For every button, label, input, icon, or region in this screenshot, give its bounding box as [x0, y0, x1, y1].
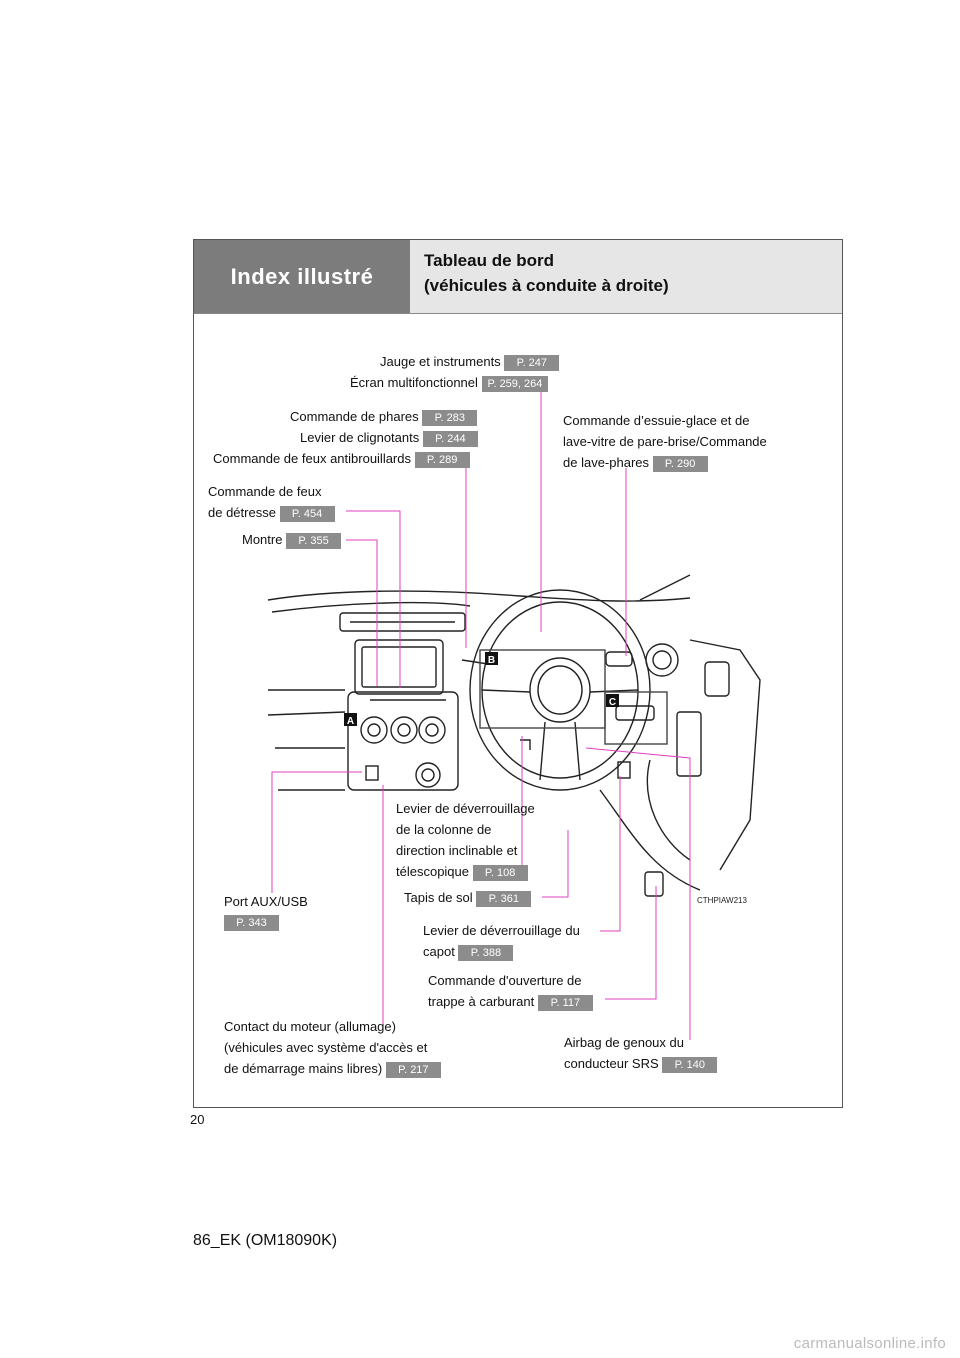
svg-text:C: C	[609, 697, 616, 708]
climate-knob-center	[390, 716, 418, 744]
area-c-box	[604, 691, 668, 745]
callout-headlights: Commande de phares P. 283	[290, 409, 478, 426]
fuel-lever-shape	[644, 871, 664, 897]
callout-floor-mat: Tapis de sol P. 361	[404, 890, 532, 907]
climate-knob-left	[360, 716, 388, 744]
engine-switch-shape	[415, 762, 441, 788]
page-ref-wiper[interactable]: P. 290	[652, 455, 708, 472]
watermark: carmanualsonline.info	[793, 1335, 946, 1352]
page-ref-ignition[interactable]: P. 217	[385, 1061, 441, 1078]
section-title: Index illustré	[230, 263, 374, 289]
aux-port-shape	[365, 765, 379, 781]
steering-hub	[529, 657, 591, 723]
center-vent	[339, 612, 466, 632]
illustration-code: CTHPIAW213	[697, 896, 747, 905]
section-tab: Index illustré	[194, 240, 410, 313]
callout-ignition: Contact du moteur (allumage) (véhicules …	[224, 1016, 441, 1079]
page-ref-knee-airbag[interactable]: P. 140	[662, 1056, 718, 1073]
callout-turn-signal: Levier de clignotants P. 244	[300, 430, 478, 447]
callout-display: Écran multifonctionnel P. 259, 264	[350, 375, 549, 392]
page-ref-fuel-door[interactable]: P. 117	[537, 994, 593, 1011]
page-heading: Tableau de bord (véhicules à conduite à …	[410, 240, 842, 313]
climate-knob-right	[418, 716, 446, 744]
heading-line-2: (véhicules à conduite à droite)	[424, 276, 669, 295]
page-ref-headlights[interactable]: P. 283	[422, 409, 478, 426]
hood-lever-shape	[617, 761, 631, 779]
document-id: 86_EK (OM18090K)	[193, 1232, 338, 1249]
heading-line-1: Tableau de bord	[424, 251, 555, 270]
multifunction-display	[354, 639, 444, 695]
right-vent	[645, 643, 679, 677]
area-b-box	[479, 649, 606, 729]
callout-hood: Levier de déverrouillage du capot P. 388	[423, 923, 580, 961]
svg-text:A: A	[347, 716, 354, 727]
page-ref-hood[interactable]: P. 388	[458, 944, 514, 961]
page-ref-fog-lights[interactable]: P. 289	[414, 451, 470, 468]
area-markers: A B C	[344, 652, 619, 727]
callout-knee-airbag: Airbag de genoux du conducteur SRS P. 14…	[564, 1032, 718, 1074]
page-ref-tilt-lever[interactable]: P. 108	[472, 864, 528, 881]
page-ref-aux-usb[interactable]: P. 343	[224, 915, 279, 931]
steering-wheel	[469, 589, 651, 791]
callout-aux-usb: Port AUX/USB	[224, 894, 308, 909]
callout-fog-lights: Commande de feux antibrouillards P. 289	[213, 451, 470, 468]
svg-text:B: B	[488, 655, 495, 666]
page-ref-hazard[interactable]: P. 454	[279, 505, 335, 522]
callout-hazard: Commande de feux de détresse P. 454	[208, 481, 335, 523]
callout-wiper: Commande d’essuie-glace et de lave-vitre…	[563, 413, 767, 472]
header-divider	[194, 313, 842, 314]
callout-gauges: Jauge et instruments P. 247	[380, 354, 560, 371]
dash-top-edge	[267, 590, 691, 602]
callout-fuel-door: Commande d'ouverture de trappe à carbura…	[428, 970, 593, 1012]
page-ref-clock[interactable]: P. 355	[286, 532, 342, 549]
door-switch-panel	[676, 711, 702, 777]
leader-lines	[271, 378, 691, 1040]
page-ref-gauges[interactable]: P. 247	[504, 354, 560, 371]
page-number: 20	[190, 1112, 205, 1127]
page-ref-display[interactable]: P. 259, 264	[481, 375, 549, 392]
center-console	[347, 691, 459, 791]
callout-tilt-lever: Levier de déverrouillage de la colonne d…	[396, 801, 535, 881]
page-ref-floor-mat[interactable]: P. 361	[476, 890, 532, 907]
callout-clock: Montre P. 355	[242, 532, 342, 549]
page-ref-turn-signal[interactable]: P. 244	[422, 430, 478, 447]
